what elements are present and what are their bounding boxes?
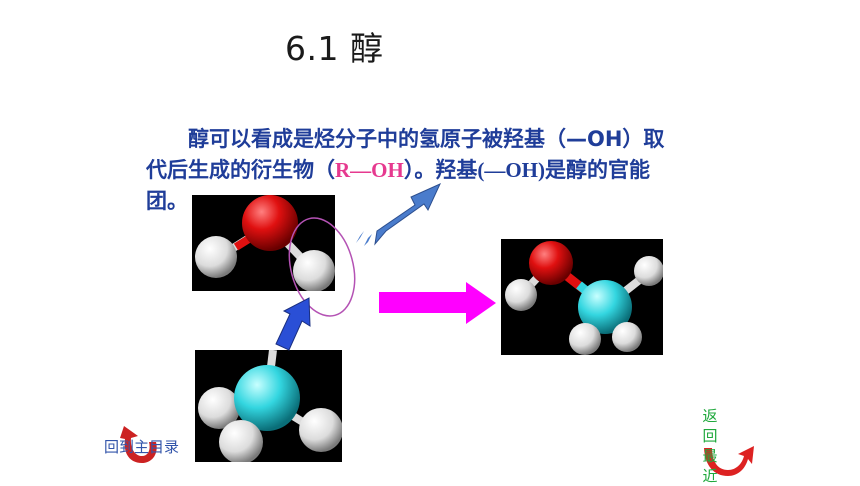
- definition-line-2-b: ）。羟基: [403, 158, 478, 182]
- methane-molecule-image: [195, 350, 342, 462]
- hydrogen-atom: [299, 408, 342, 452]
- formula-r-oh: R—OH: [335, 158, 404, 182]
- definition-line-1: 醇可以看成是烃分子中的氢原子被羟基（—OH）取: [188, 127, 665, 151]
- substitution-arrow-icon: [275, 297, 311, 351]
- u-turn-arrow-icon: [120, 426, 157, 463]
- carbon-atom: [578, 280, 632, 334]
- result-arrow-icon: [379, 282, 496, 324]
- definition-line-3: 团。: [146, 189, 188, 213]
- curved-back-arrow-icon: [704, 446, 754, 476]
- hydrogen-atom: [505, 279, 537, 311]
- home-nav-button[interactable]: 回到主目录: [104, 424, 204, 464]
- back-recent-button[interactable]: 返回最近: [698, 404, 758, 485]
- definition-text: 醇可以看成是烃分子中的氢原子被羟基（—OH）取 代后生成的衍生物（R—OH）。羟…: [146, 124, 736, 217]
- oxygen-atom: [242, 195, 298, 251]
- hydrogen-atom: [293, 250, 335, 291]
- hydrogen-atom: [198, 387, 240, 429]
- hydrogen-atom: [195, 236, 237, 278]
- methanol-molecule-image: [501, 239, 663, 355]
- oxygen-atom: [529, 241, 573, 285]
- hydrogen-atom: [569, 323, 601, 355]
- home-nav-label: 回到主目录: [104, 438, 180, 456]
- definition-line-2: 代后生成的衍生物（R—OH）。羟基(—OH)是醇的官能: [146, 155, 736, 186]
- hydrogen-atom: [219, 420, 263, 462]
- hydrogen-atom: [634, 256, 663, 286]
- definition-line-2-c: 是醇的官能: [545, 158, 650, 182]
- back-recent-label: 返回最近: [702, 407, 718, 485]
- definition-line-2-a: 代后生成的衍生物（: [146, 158, 335, 182]
- hydrogen-atom: [612, 322, 642, 352]
- carbon-atom: [234, 365, 300, 431]
- water-molecule-image: [192, 195, 335, 291]
- hydroxyl-group: (—OH): [477, 158, 545, 182]
- slide-title: 6.1 醇: [285, 29, 384, 68]
